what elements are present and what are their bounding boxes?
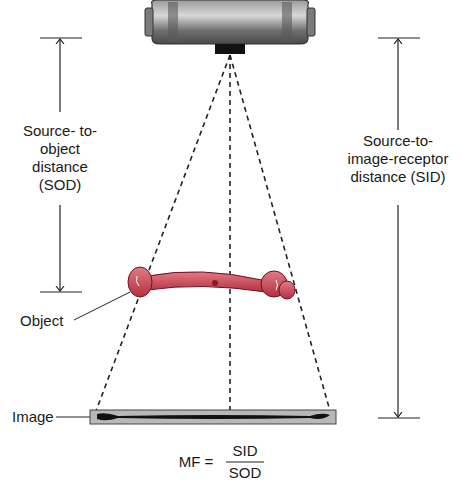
dimension-label: Source-to- image-receptor distance (SID) (346, 132, 450, 186)
formula-denominator: SOD (229, 464, 262, 482)
leader-line (56, 417, 90, 418)
fraction-bar (226, 461, 264, 462)
beam-lines (96, 55, 330, 411)
image-receptor (90, 410, 336, 424)
formula-numerator: SID (232, 442, 257, 460)
part-label: Object (20, 312, 63, 330)
bone-object (128, 267, 295, 299)
leader-line (74, 292, 130, 320)
part-label: Image (12, 408, 54, 426)
sid-dimension (378, 38, 420, 418)
dimension-label: Source- to-object distance (SOD) (12, 122, 108, 194)
x-ray-tube (145, 0, 315, 54)
formula-text: MF = (179, 453, 214, 471)
